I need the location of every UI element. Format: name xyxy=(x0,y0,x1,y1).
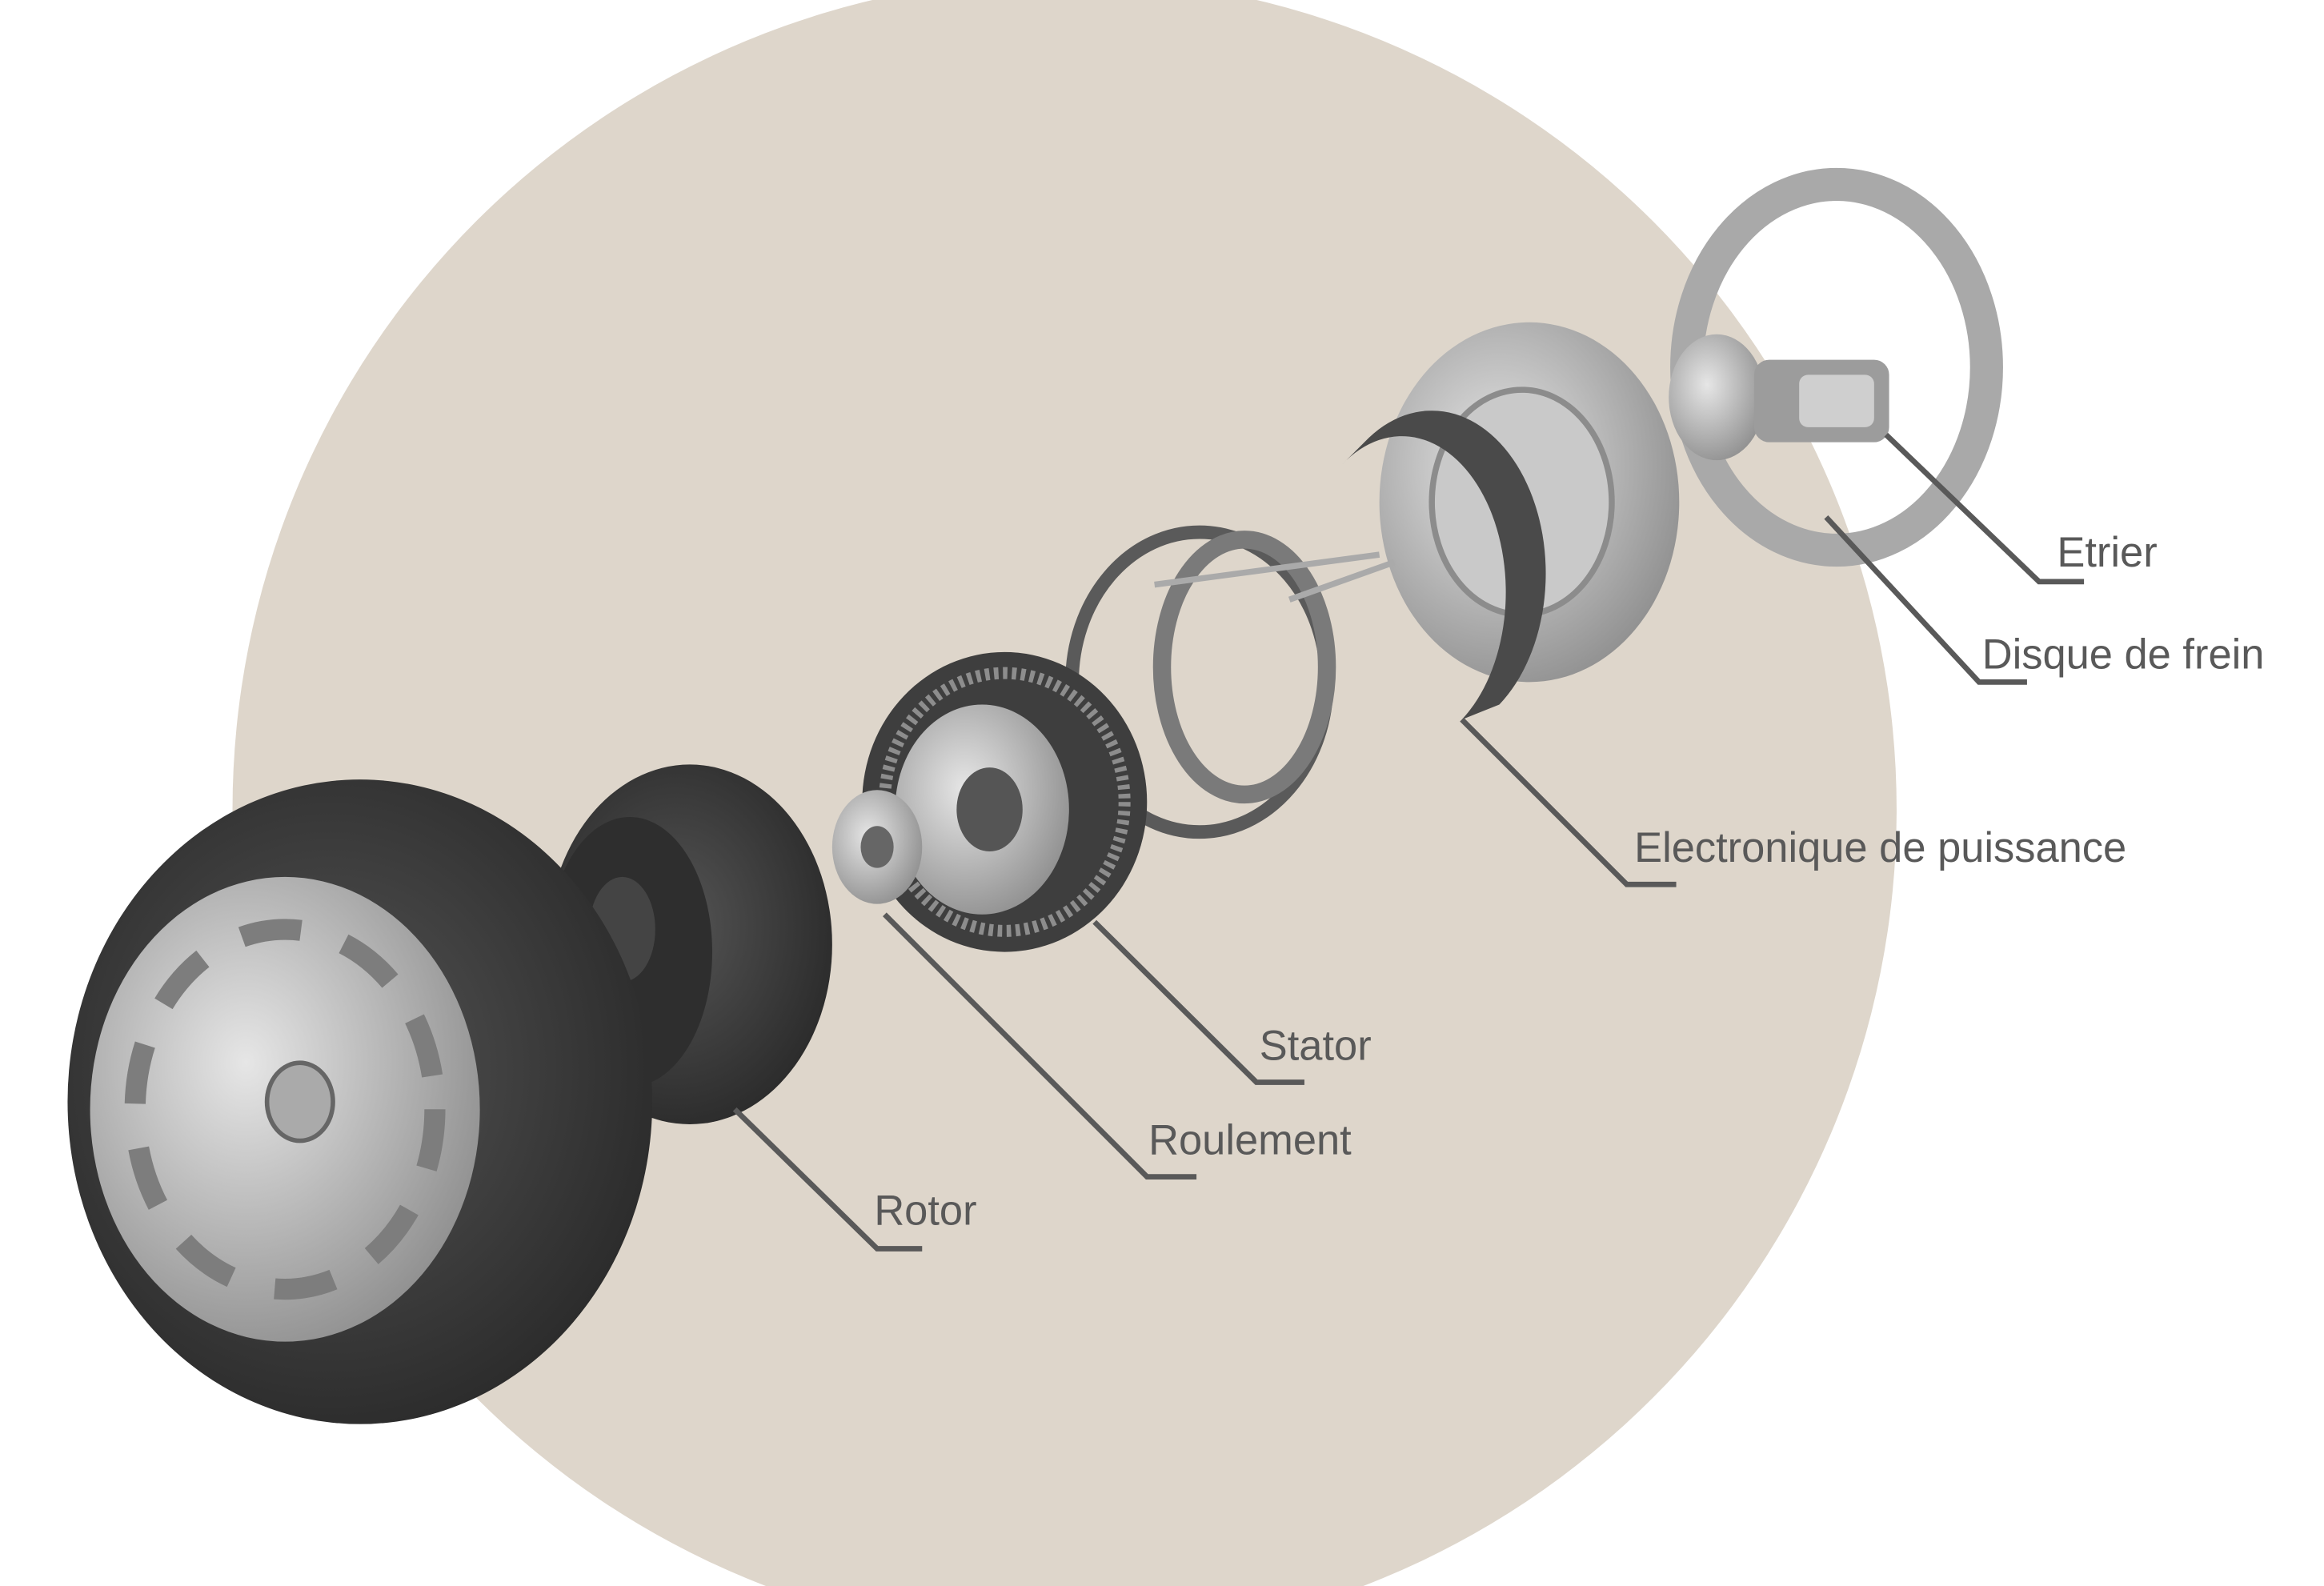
label-rotor: Rotor xyxy=(874,1188,976,1235)
label-stator: Stator xyxy=(1260,1023,1372,1069)
leader-stator xyxy=(1092,919,1304,1085)
leader-roulement xyxy=(883,912,1197,1179)
leader-disque xyxy=(1824,515,2027,685)
wheel xyxy=(67,779,653,1424)
label-etrier: Etrier xyxy=(2057,530,2157,576)
caliper xyxy=(1669,334,1889,461)
label-electronique: Electronique de puissance xyxy=(1634,825,2126,871)
leader-rotor xyxy=(732,1107,923,1252)
leader-electronique xyxy=(1460,717,1677,887)
stator xyxy=(862,651,1148,952)
power-electronics xyxy=(1341,322,1680,720)
leader-etrier xyxy=(1884,432,2085,585)
label-disque: Disque de frein xyxy=(1982,632,2265,679)
label-roulement: Roulement xyxy=(1148,1117,1352,1163)
bearing xyxy=(831,790,923,904)
